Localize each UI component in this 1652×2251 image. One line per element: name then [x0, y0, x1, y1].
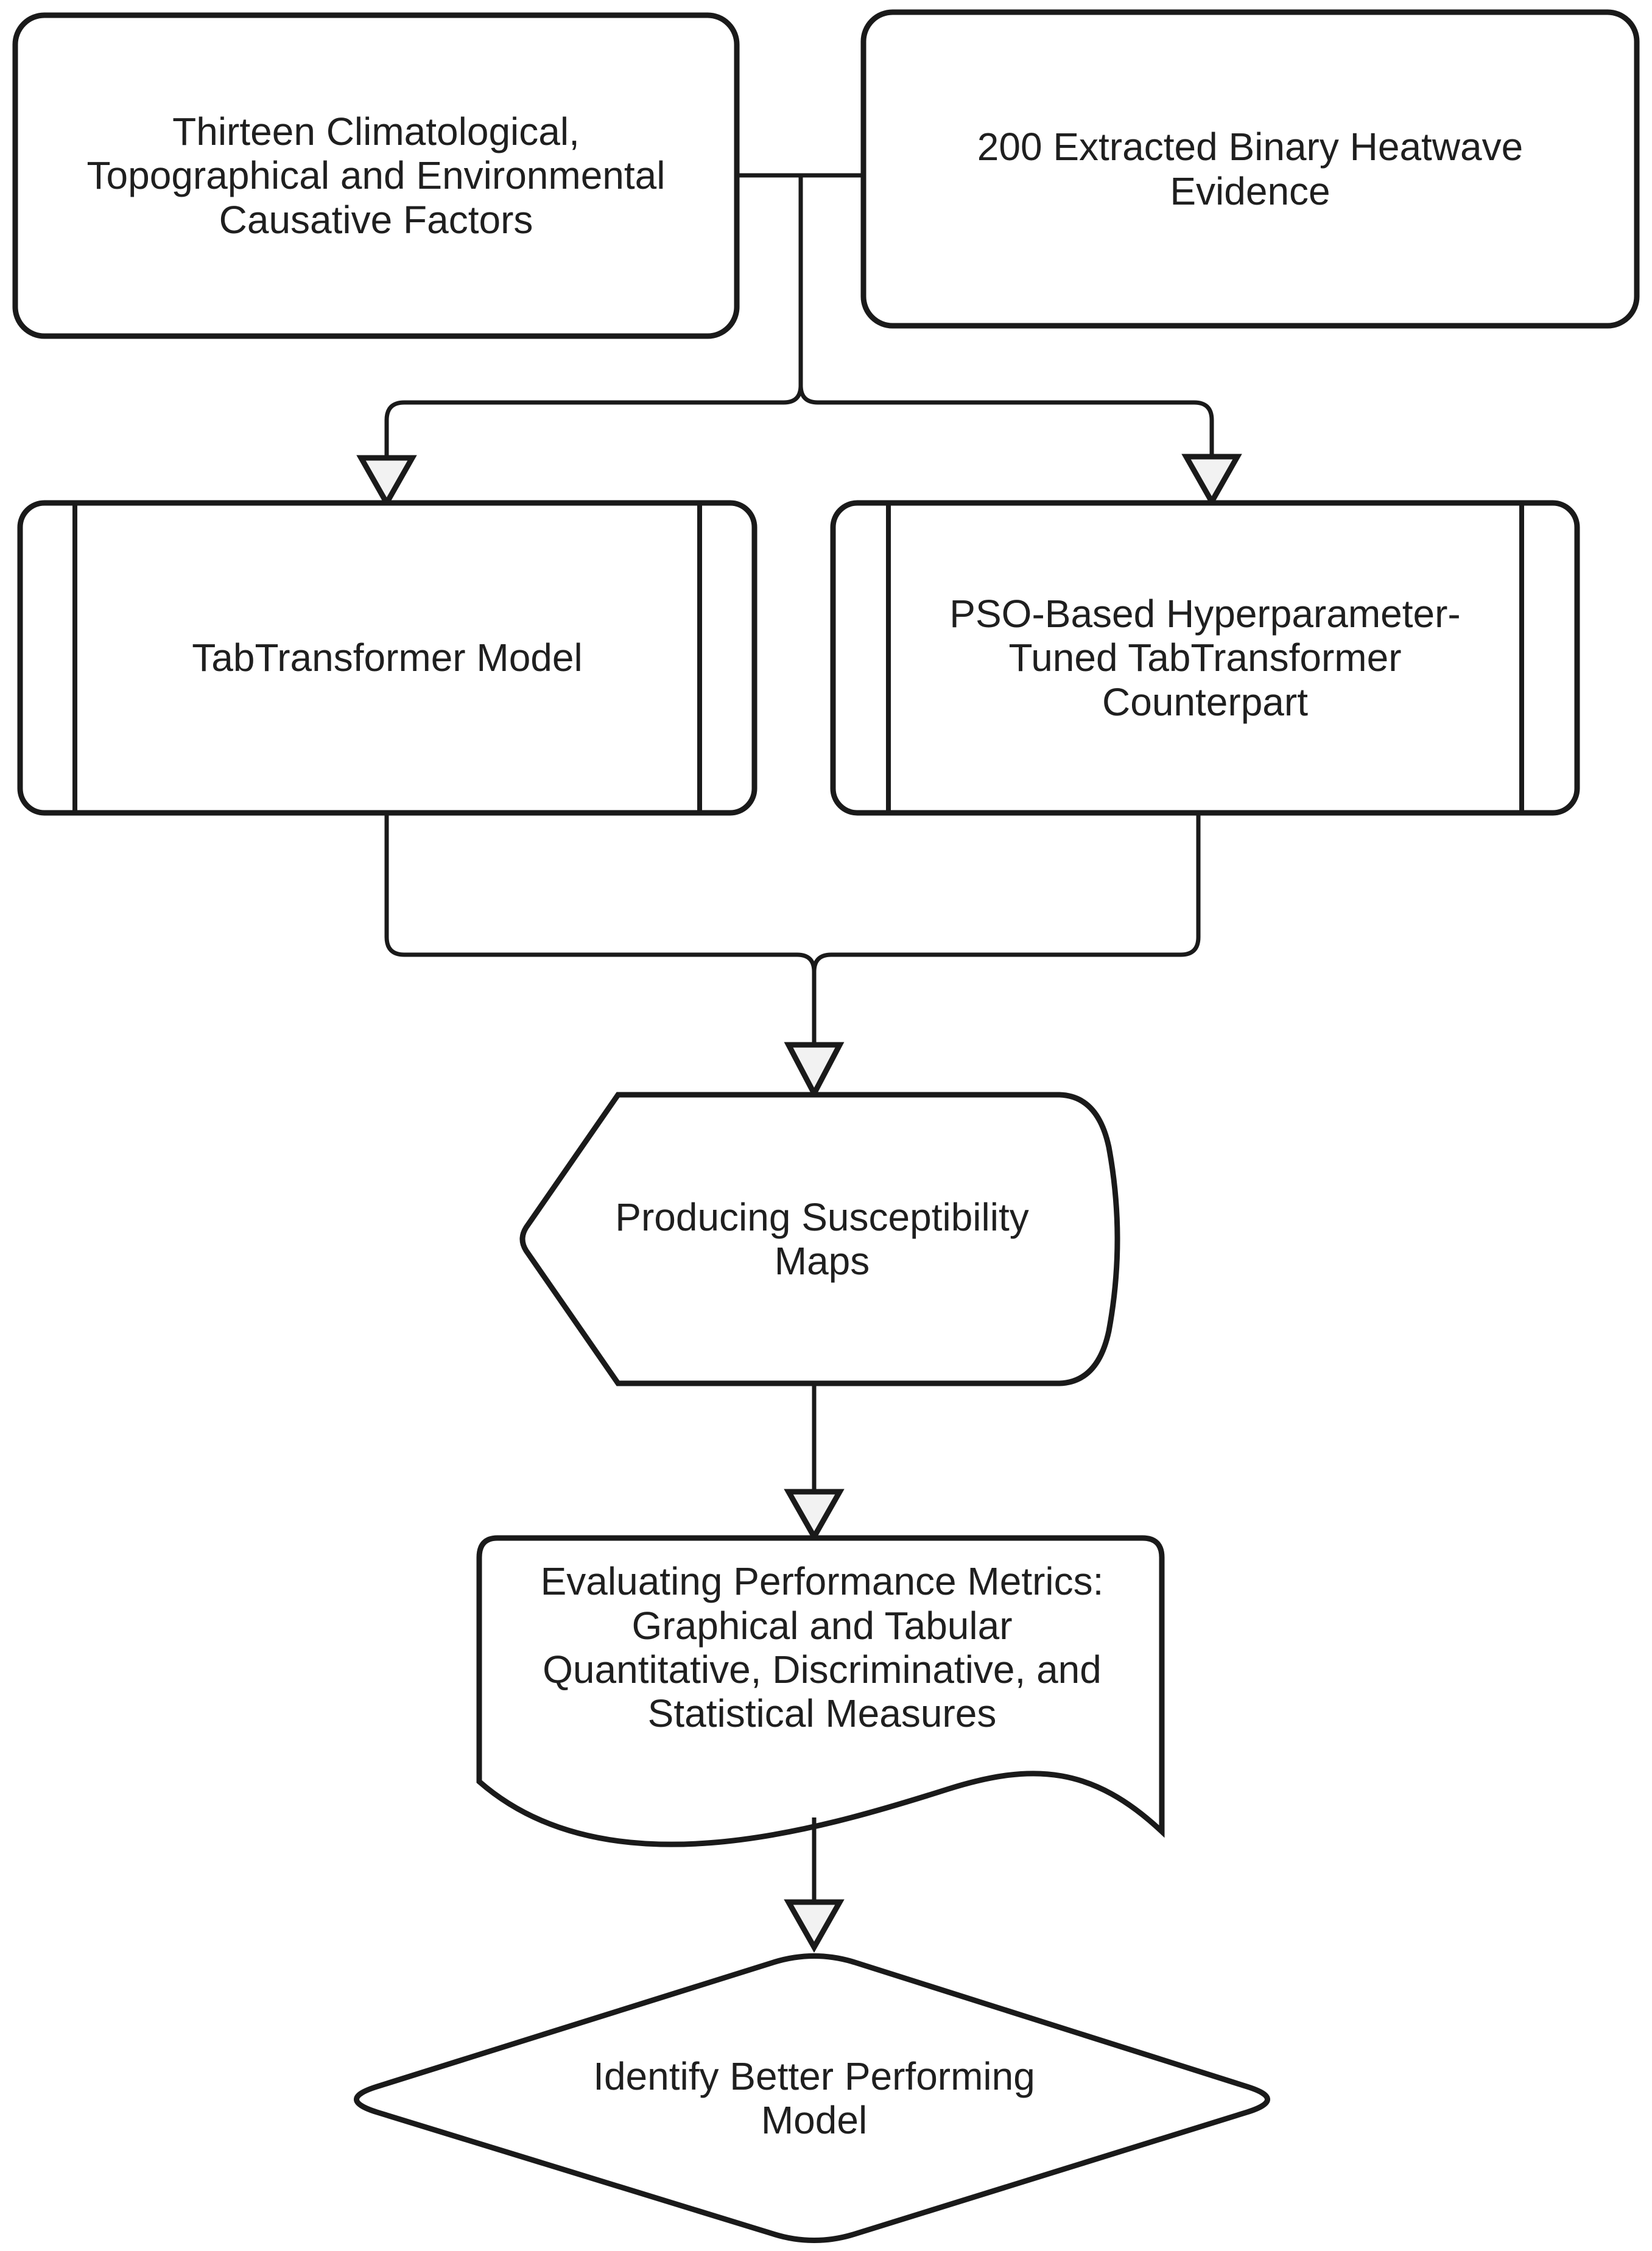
connector-split-right [798, 385, 1214, 457]
heatwave-evidence-box [860, 9, 1640, 329]
performance-metrics-shape [476, 1535, 1165, 1847]
connector-merge-left [384, 813, 817, 972]
identify-model-diamond [354, 1953, 1270, 2243]
pso-tabtransformer-box [830, 500, 1580, 816]
arrowhead-into-performance-metrics [784, 1489, 845, 1543]
arrowhead-into-pso-tabtransformer [1181, 454, 1242, 508]
connector-merge-right [812, 813, 1201, 972]
susceptibility-maps-shape [519, 1092, 1120, 1386]
causative-factors-box [12, 12, 740, 339]
tabtransformer-box [17, 500, 757, 816]
arrowhead-into-tabtransformer [356, 455, 417, 509]
arrowhead-into-susceptibility-maps [784, 1042, 845, 1100]
arrowhead-into-identify-model [784, 1899, 845, 1953]
